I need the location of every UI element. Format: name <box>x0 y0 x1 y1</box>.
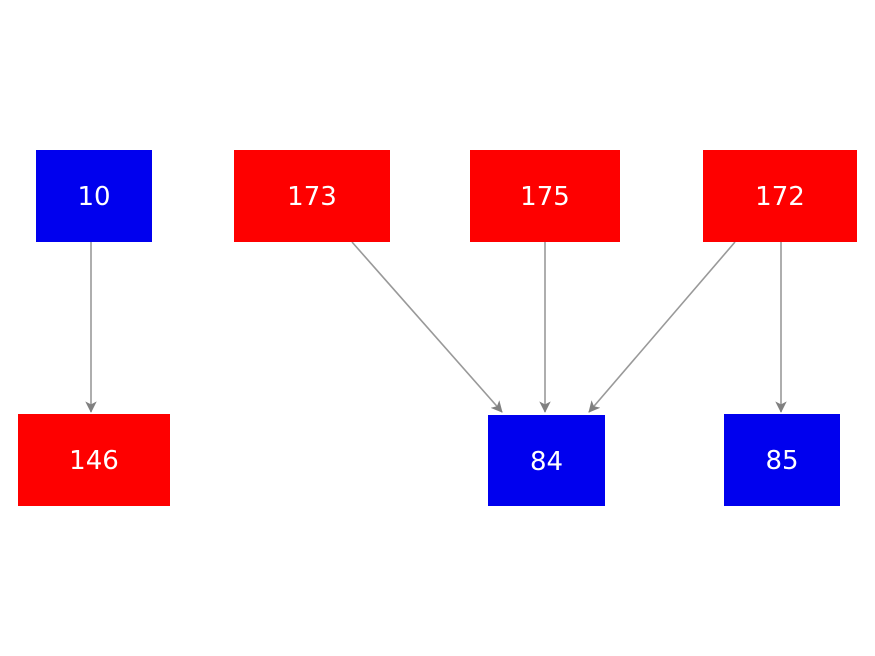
node-label-175: 175 <box>520 182 570 212</box>
node-172[interactable]: 172 <box>703 150 857 242</box>
node-10[interactable]: 10 <box>36 150 152 242</box>
node-label-85: 85 <box>765 446 799 476</box>
node-84[interactable]: 84 <box>488 415 605 506</box>
node-85[interactable]: 85 <box>724 414 840 506</box>
edge-group <box>85 241 787 413</box>
node-146[interactable]: 146 <box>18 414 170 506</box>
node-label-172: 172 <box>755 182 805 212</box>
node-label-84: 84 <box>529 447 564 477</box>
node-173[interactable]: 173 <box>234 150 390 242</box>
edge-n173-to-n84 <box>351 241 503 413</box>
node-175[interactable]: 175 <box>470 150 620 242</box>
node-label-173: 173 <box>287 182 337 212</box>
node-label-146: 146 <box>69 446 119 476</box>
node-label-10: 10 <box>77 182 111 212</box>
edge-n172-to-n84 <box>588 241 736 413</box>
